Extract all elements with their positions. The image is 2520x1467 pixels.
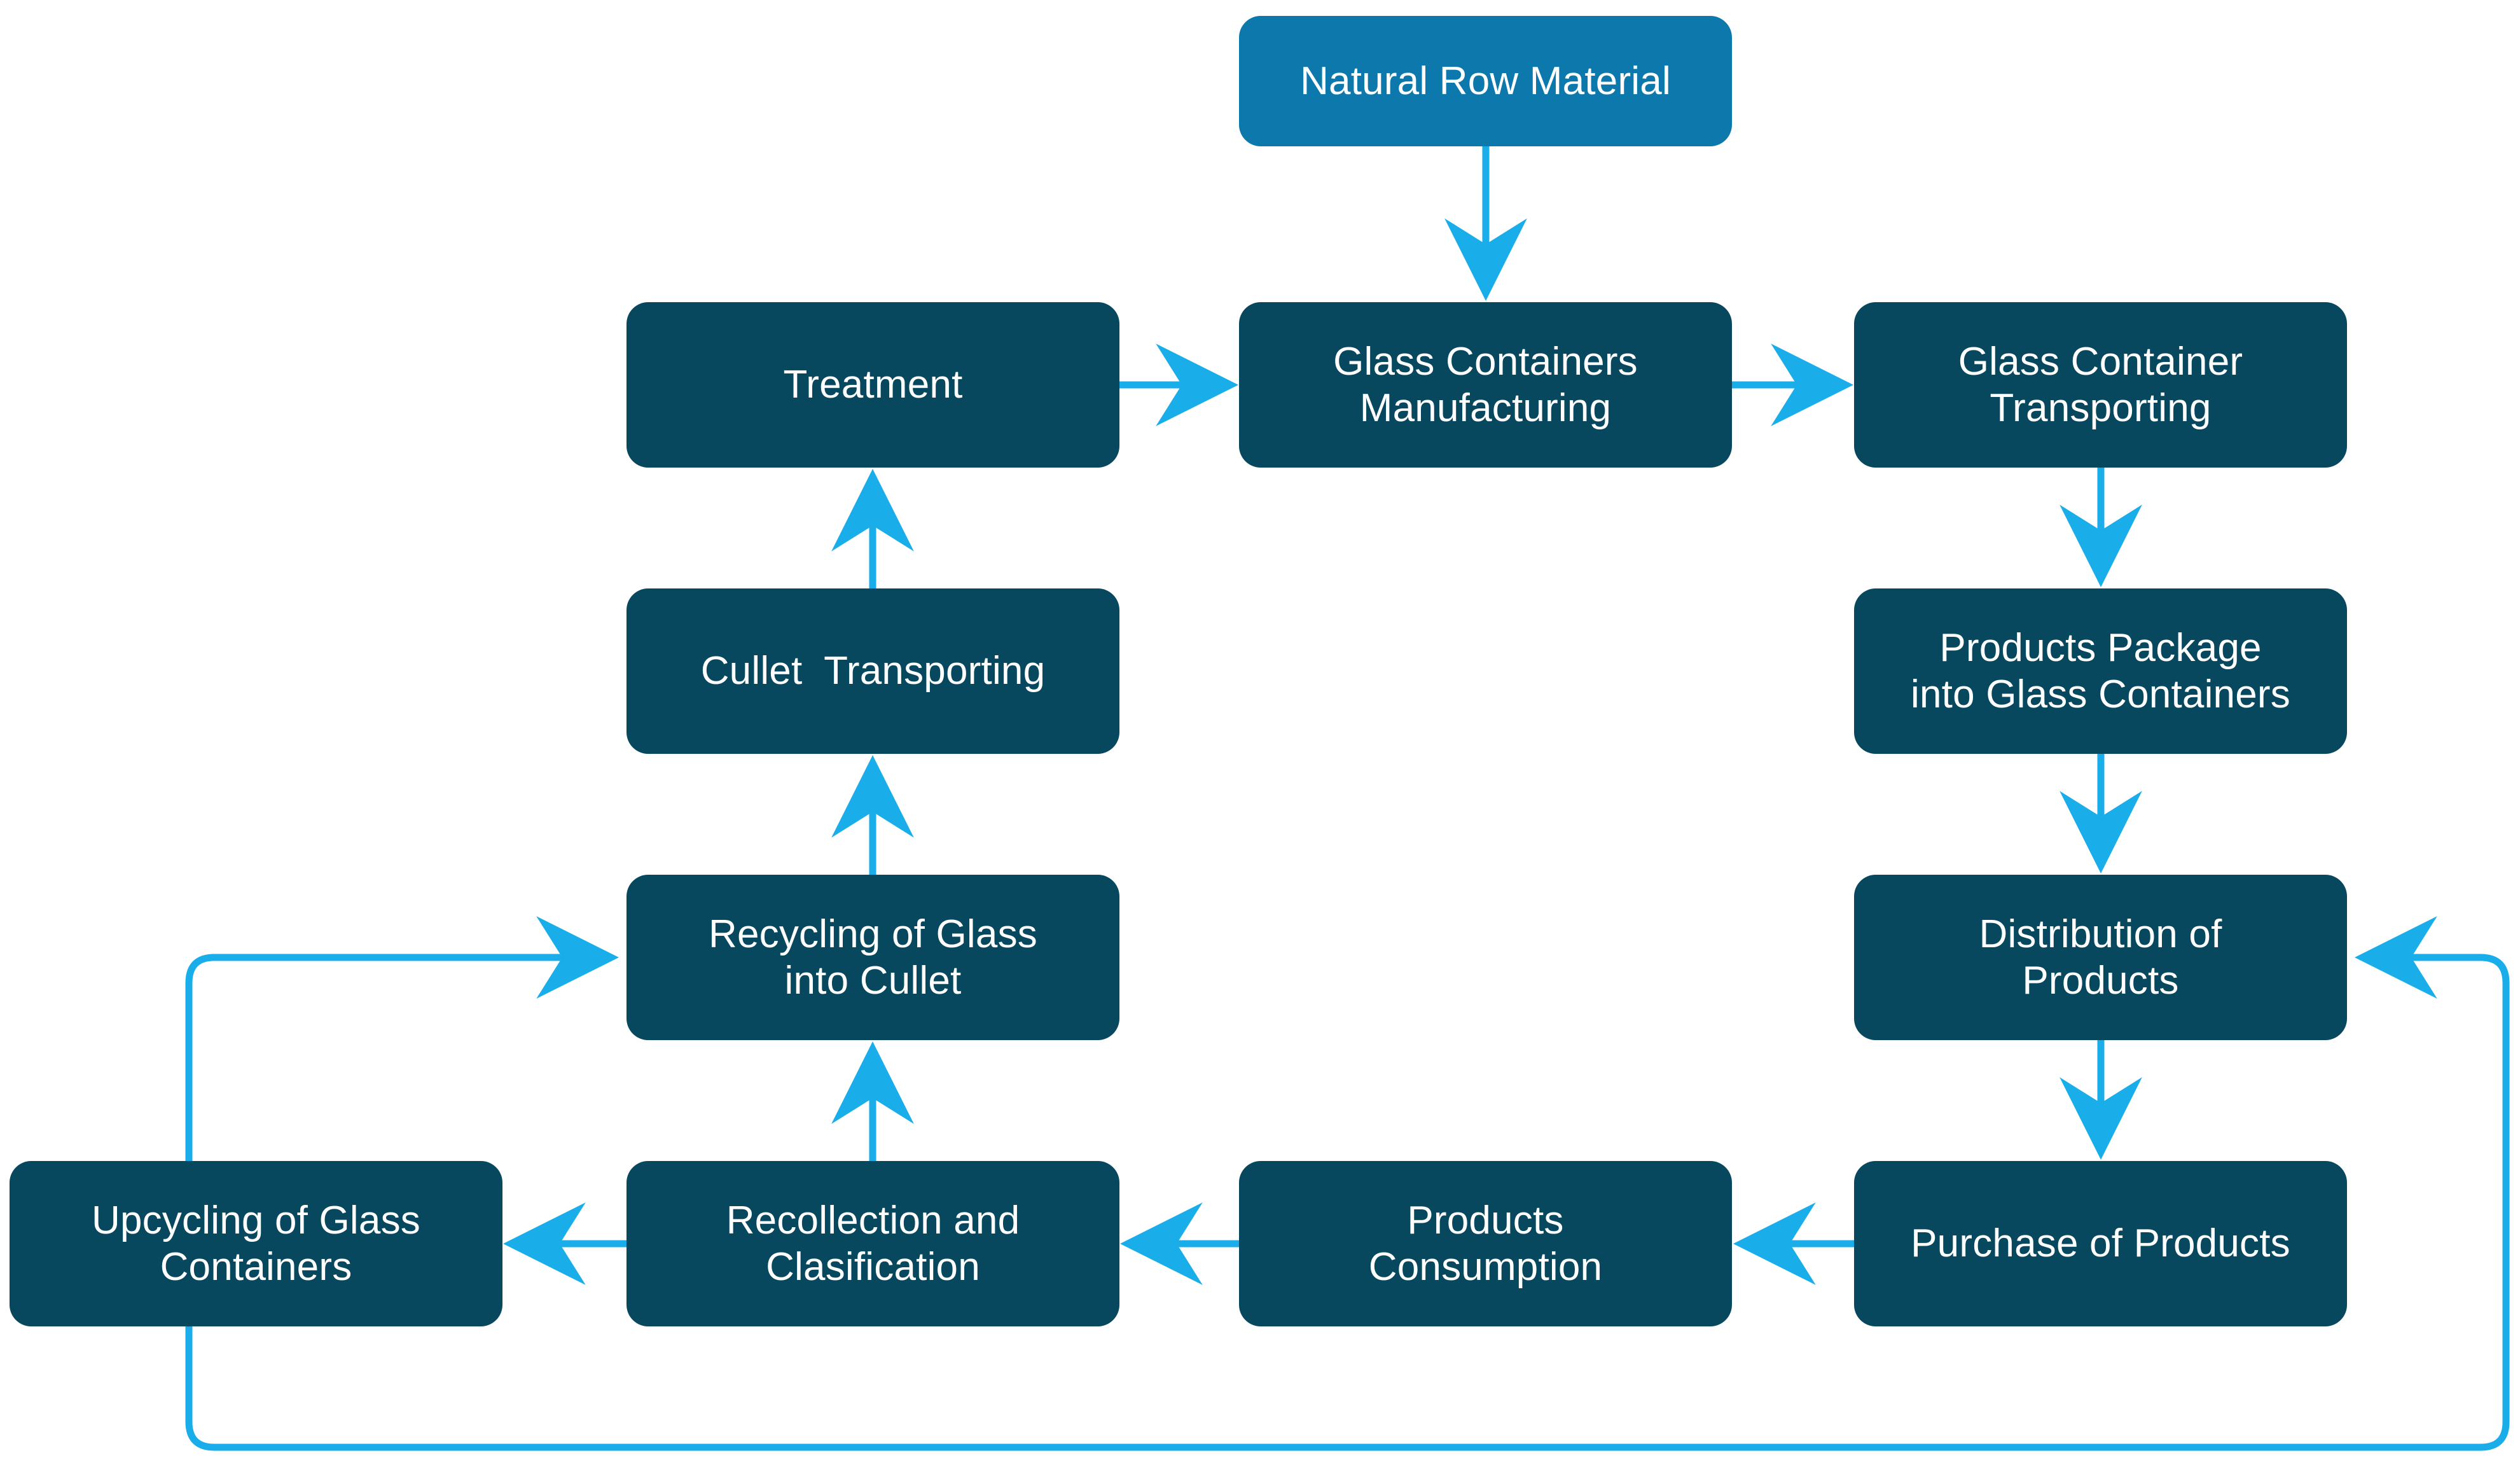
node-label: Purchase of Products: [1911, 1221, 2290, 1266]
edge-upcycling-to-recycling-loop: [185, 916, 620, 1326]
node-label: Upcycling of Glass Containers: [91, 1198, 420, 1289]
node-label: Recollection and Clasification: [726, 1198, 1020, 1289]
node-label: Natural Row Material: [1300, 59, 1671, 103]
node-glass-containers-manufacturing[interactable]: Glass Containers Manufacturing: [1239, 302, 1732, 468]
node-cullet-transporting[interactable]: Cullet Transporting: [627, 588, 1119, 754]
node-products-package-into-glass-containers[interactable]: Products Package into Glass Containers: [1854, 588, 2347, 754]
node-recycling-of-glass-into-cullet[interactable]: Recycling of Glass into Cullet: [627, 875, 1119, 1040]
node-label: Treatment: [783, 363, 963, 407]
node-label: Glass Container Transporting: [1958, 339, 2243, 430]
node-treatment[interactable]: Treatment: [627, 302, 1119, 468]
node-label: Products Package into Glass Containers: [1911, 625, 2290, 716]
node-purchase-of-products[interactable]: Purchase of Products: [1854, 1161, 2347, 1326]
node-label: Distribution of Products: [1979, 912, 2222, 1003]
node-products-consumption[interactable]: Products Consumption: [1239, 1161, 1732, 1326]
node-distribution-of-products[interactable]: Distribution of Products: [1854, 875, 2347, 1040]
edge-upcycling-to-distribution-loop: [185, 916, 2510, 1451]
node-recollection-and-clasification[interactable]: Recollection and Clasification: [627, 1161, 1119, 1326]
node-glass-container-transporting[interactable]: Glass Container Transporting: [1854, 302, 2347, 468]
node-label: Glass Containers Manufacturing: [1333, 339, 1638, 430]
node-label: Products Consumption: [1368, 1198, 1603, 1289]
node-natural-row-material[interactable]: Natural Row Material: [1239, 16, 1732, 146]
node-upcycling-of-glass-containers[interactable]: Upcycling of Glass Containers: [10, 1161, 502, 1326]
node-label: Recycling of Glass into Cullet: [708, 912, 1037, 1003]
node-label: Cullet Transporting: [700, 649, 1046, 693]
